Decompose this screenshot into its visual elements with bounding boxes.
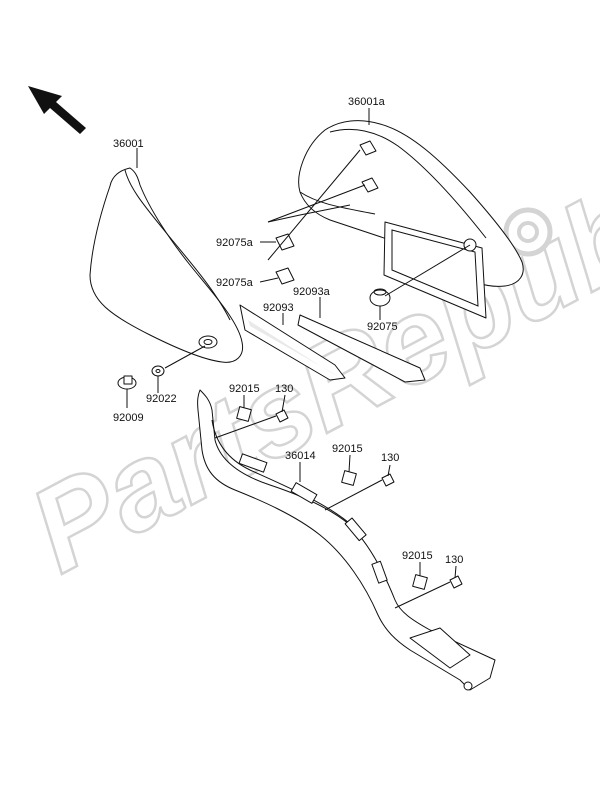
pad-92093 bbox=[239, 304, 346, 381]
label-36001a: 36001a bbox=[348, 96, 386, 108]
washer-92022 bbox=[151, 365, 165, 377]
bolt-92009 bbox=[117, 375, 137, 390]
label-92075: 92075 bbox=[367, 321, 398, 333]
gear-icon bbox=[503, 207, 553, 257]
label-92075a-lower: 92075a bbox=[216, 277, 254, 289]
part-labels: 36001a 36001 92075a 92075a 92093a 92093 … bbox=[113, 96, 463, 566]
screw-130-2 bbox=[381, 473, 395, 487]
label-92015-1: 92015 bbox=[229, 383, 260, 395]
nut-92015-3 bbox=[412, 574, 428, 590]
side-cover-right bbox=[267, 120, 524, 319]
leader-lines bbox=[126, 108, 471, 609]
nut-92015-2 bbox=[341, 470, 357, 486]
label-92022: 92022 bbox=[146, 393, 177, 405]
label-130-1: 130 bbox=[275, 383, 293, 395]
clip-92075a-lower bbox=[275, 267, 295, 285]
label-130-3: 130 bbox=[445, 554, 463, 566]
nut-92015-1 bbox=[236, 406, 252, 422]
label-130-2: 130 bbox=[381, 452, 399, 464]
pad-92093a bbox=[297, 314, 426, 383]
label-92093a: 92093a bbox=[293, 286, 331, 298]
side-cover-left bbox=[89, 167, 244, 363]
screw-130-1 bbox=[275, 409, 289, 423]
label-92075a-upper: 92075a bbox=[216, 237, 254, 249]
screw-130-3 bbox=[449, 575, 463, 589]
direction-arrow-icon bbox=[28, 86, 86, 134]
label-36001: 36001 bbox=[113, 138, 144, 150]
bracket-36014 bbox=[197, 389, 496, 691]
grommet-92075 bbox=[369, 288, 391, 307]
label-92015-3: 92015 bbox=[402, 550, 433, 562]
label-92093: 92093 bbox=[263, 302, 294, 314]
label-36014: 36014 bbox=[285, 450, 316, 462]
label-92009: 92009 bbox=[113, 412, 144, 424]
label-92015-2: 92015 bbox=[332, 443, 363, 455]
